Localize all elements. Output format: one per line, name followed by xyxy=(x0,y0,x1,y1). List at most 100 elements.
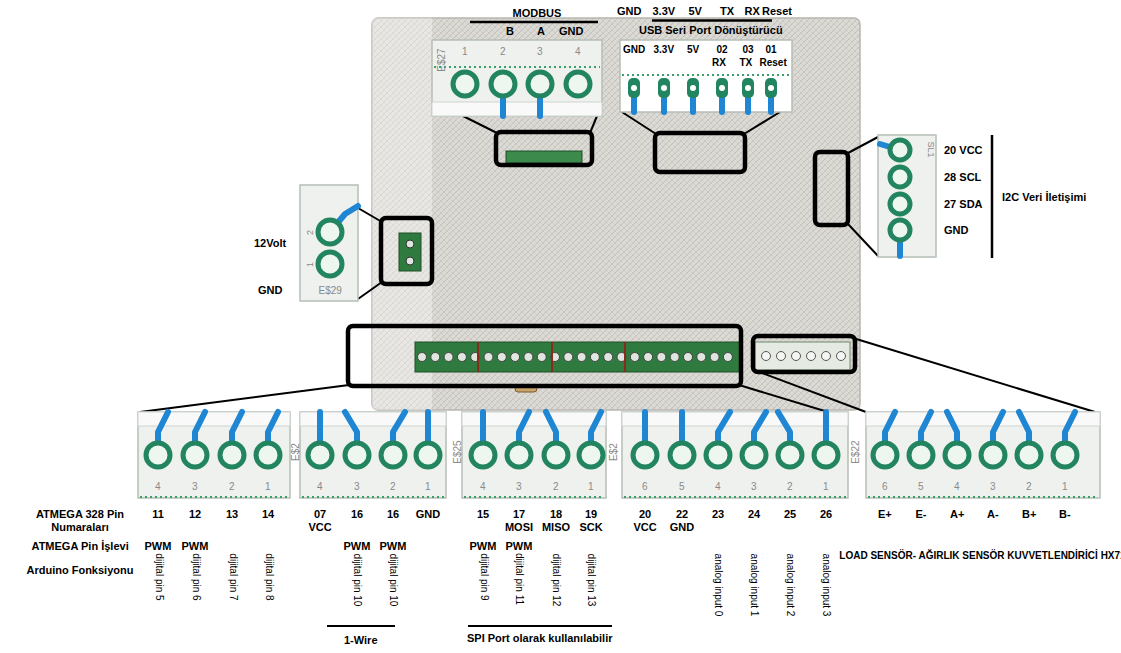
leader-line xyxy=(744,112,780,134)
pin-label: 22 GND xyxy=(663,508,701,534)
arduino-function: dijital pin 7 xyxy=(226,553,238,600)
bracket-line xyxy=(652,19,772,22)
pin-pad xyxy=(687,78,699,98)
screw xyxy=(457,353,466,362)
screw xyxy=(807,352,816,361)
pin-pad xyxy=(1053,443,1077,467)
pin-pad xyxy=(318,252,342,276)
pin-label: A+ xyxy=(950,508,964,521)
pin-label: E+ xyxy=(878,508,892,521)
pin-label: 07 VCC xyxy=(301,508,339,534)
arduino-function: dijital pin 12 xyxy=(550,553,562,606)
pin-label: TX xyxy=(740,57,753,69)
section-title: I2C Veri İletişimi xyxy=(1002,191,1086,204)
screw xyxy=(524,353,533,362)
screw xyxy=(710,353,719,362)
screw xyxy=(777,352,786,361)
leader-line xyxy=(853,338,1095,412)
terminal-block xyxy=(620,40,792,112)
pin-label: 03 xyxy=(743,44,754,56)
screw xyxy=(762,352,771,361)
leader-line xyxy=(739,385,828,412)
pin-number: 3 xyxy=(192,481,198,493)
leader-line xyxy=(848,224,878,256)
leader-line xyxy=(754,370,866,412)
screw xyxy=(418,353,427,362)
outline-dots xyxy=(868,496,1098,498)
screw xyxy=(822,352,831,361)
power-terminal xyxy=(399,233,421,271)
pin-function: PWM xyxy=(145,540,172,553)
terminal-block xyxy=(300,185,358,301)
screw xyxy=(511,353,520,362)
bracket-label: 1-Wire xyxy=(344,634,378,647)
part-name: E$2 xyxy=(290,443,302,461)
pin-label: 27 SDA xyxy=(944,198,983,211)
pin-hole xyxy=(690,85,696,91)
bracket-label: SPI Port olarak kullanılabilir xyxy=(467,632,613,645)
pin-number: 1 xyxy=(425,481,431,493)
pin-pad xyxy=(579,443,603,467)
callout-box xyxy=(655,133,745,172)
pin-hole xyxy=(719,85,725,91)
terminal-band xyxy=(432,102,602,116)
screw xyxy=(537,353,546,362)
callout-box xyxy=(753,336,855,372)
pin-label: 12 xyxy=(176,508,214,521)
screw xyxy=(684,353,693,362)
pin-pad xyxy=(507,443,531,467)
pin-label: 3.3V xyxy=(653,5,676,18)
pin-pad xyxy=(890,167,910,187)
section-title: LOAD SENSÖR- AĞIRLIK SENSÖR KUVVETLENDİR… xyxy=(830,550,1121,562)
pin-number: 6 xyxy=(882,481,888,493)
arduino-function: dijital pin 8 xyxy=(262,553,274,600)
terminal-band xyxy=(622,412,848,426)
pin-number: 3 xyxy=(751,481,757,493)
row-heading: ATMEGA Pin İşlevi xyxy=(32,540,129,553)
pin-number: 2 xyxy=(305,229,316,234)
leader-line xyxy=(848,137,878,153)
terminal-strip xyxy=(415,342,740,372)
pin-pad xyxy=(742,78,754,98)
terminal-band xyxy=(866,412,1100,426)
pin-pad xyxy=(716,78,728,98)
outline-dots xyxy=(624,496,846,498)
screw xyxy=(670,353,679,362)
strip-divider xyxy=(551,342,553,372)
pin-label: 13 xyxy=(213,508,251,521)
bracket-line xyxy=(470,21,598,24)
part-name: E$27 xyxy=(435,48,447,71)
screw xyxy=(406,257,414,265)
pin-pad xyxy=(658,78,670,98)
pin-number: 4 xyxy=(155,481,161,493)
board-photo xyxy=(372,18,860,410)
screw xyxy=(723,353,732,362)
pin-pad xyxy=(453,72,477,96)
screw xyxy=(657,353,666,362)
pin-pad xyxy=(1017,443,1041,467)
pin-label: GND xyxy=(409,508,447,521)
pin-number: 1 xyxy=(265,481,271,493)
leader-line xyxy=(358,208,382,222)
pin-number: 1 xyxy=(588,481,594,493)
pin-label: 20 VCC xyxy=(944,144,983,157)
pin-number: 2 xyxy=(553,481,559,493)
pin-pad xyxy=(706,443,730,467)
pin-label: 12Volt xyxy=(254,237,286,250)
screw xyxy=(644,353,653,362)
pin-number: 1 xyxy=(1062,481,1068,493)
row-heading: Arduino Fonksiyonu xyxy=(27,564,134,577)
pin-pad xyxy=(566,72,590,96)
pin-pad xyxy=(528,72,552,96)
pin-number: 2 xyxy=(1026,481,1032,493)
pin-number: 4 xyxy=(954,481,960,493)
pin-number: 5 xyxy=(918,481,924,493)
pin-number: 3 xyxy=(516,481,522,493)
pin-pad xyxy=(345,443,369,467)
bracket-line xyxy=(468,625,612,627)
outline-dots xyxy=(434,66,600,68)
pin-pad xyxy=(318,220,342,244)
connector-insets xyxy=(138,40,1100,498)
screw xyxy=(697,353,706,362)
screw xyxy=(444,353,453,362)
